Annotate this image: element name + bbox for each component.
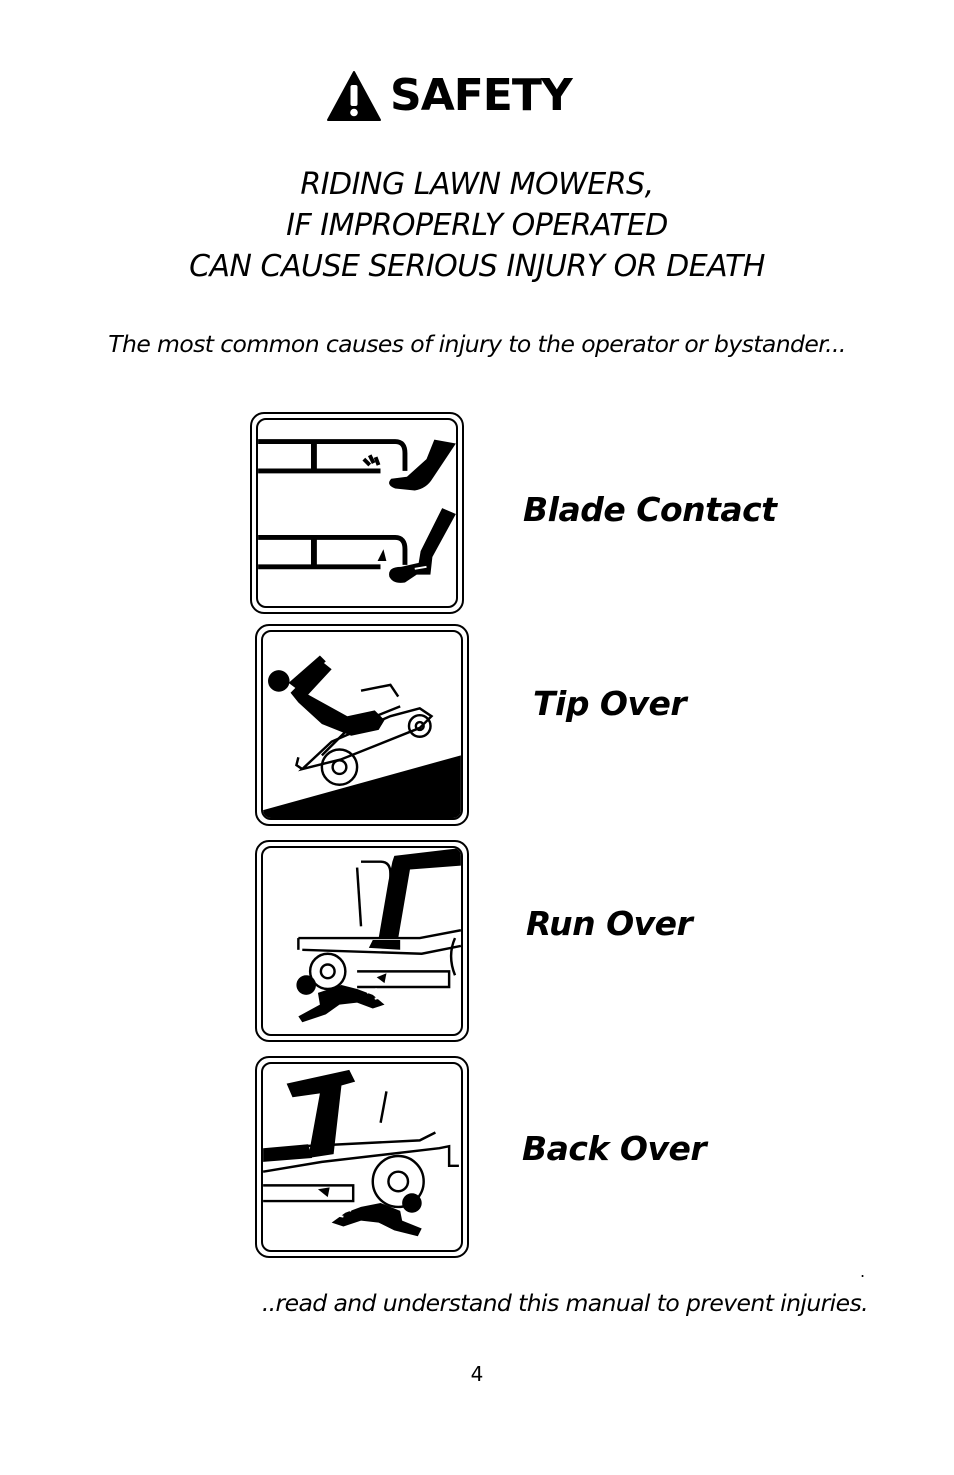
run-over-pictogram [255, 840, 469, 1042]
stray-dot: . [860, 1262, 866, 1281]
footer-note: ..read and understand this manual to pre… [261, 1289, 869, 1317]
safety-header: SAFETY [326, 68, 573, 124]
hazard-label-back-over: Back Over [522, 1129, 707, 1168]
headline-line-2: IF IMPROPERLY OPERATED [286, 208, 668, 243]
page-title: SAFETY [390, 70, 573, 121]
warning-headline: RIDING LAWN MOWERS, IF IMPROPERLY OPERAT… [0, 164, 954, 287]
blade-contact-icon [258, 439, 456, 583]
hazard-label-run-over: Run Over [526, 904, 693, 943]
tip-over-icon [263, 655, 461, 818]
run-over-icon [296, 848, 461, 1023]
hazard-label-tip-over: Tip Over [533, 684, 687, 723]
back-over-pictogram [255, 1056, 469, 1258]
headline-line-1: RIDING LAWN MOWERS, [300, 167, 654, 202]
blade-contact-pictogram [250, 412, 464, 614]
page-number: 4 [470, 1362, 484, 1386]
back-over-icon [263, 1069, 459, 1237]
intro-text: The most common causes of injury to the … [108, 330, 846, 358]
tip-over-pictogram [255, 624, 469, 826]
warning-triangle-icon [327, 71, 381, 121]
hazard-label-blade-contact: Blade Contact [523, 490, 777, 529]
headline-line-3: CAN CAUSE SERIOUS INJURY OR DEATH [189, 249, 765, 284]
